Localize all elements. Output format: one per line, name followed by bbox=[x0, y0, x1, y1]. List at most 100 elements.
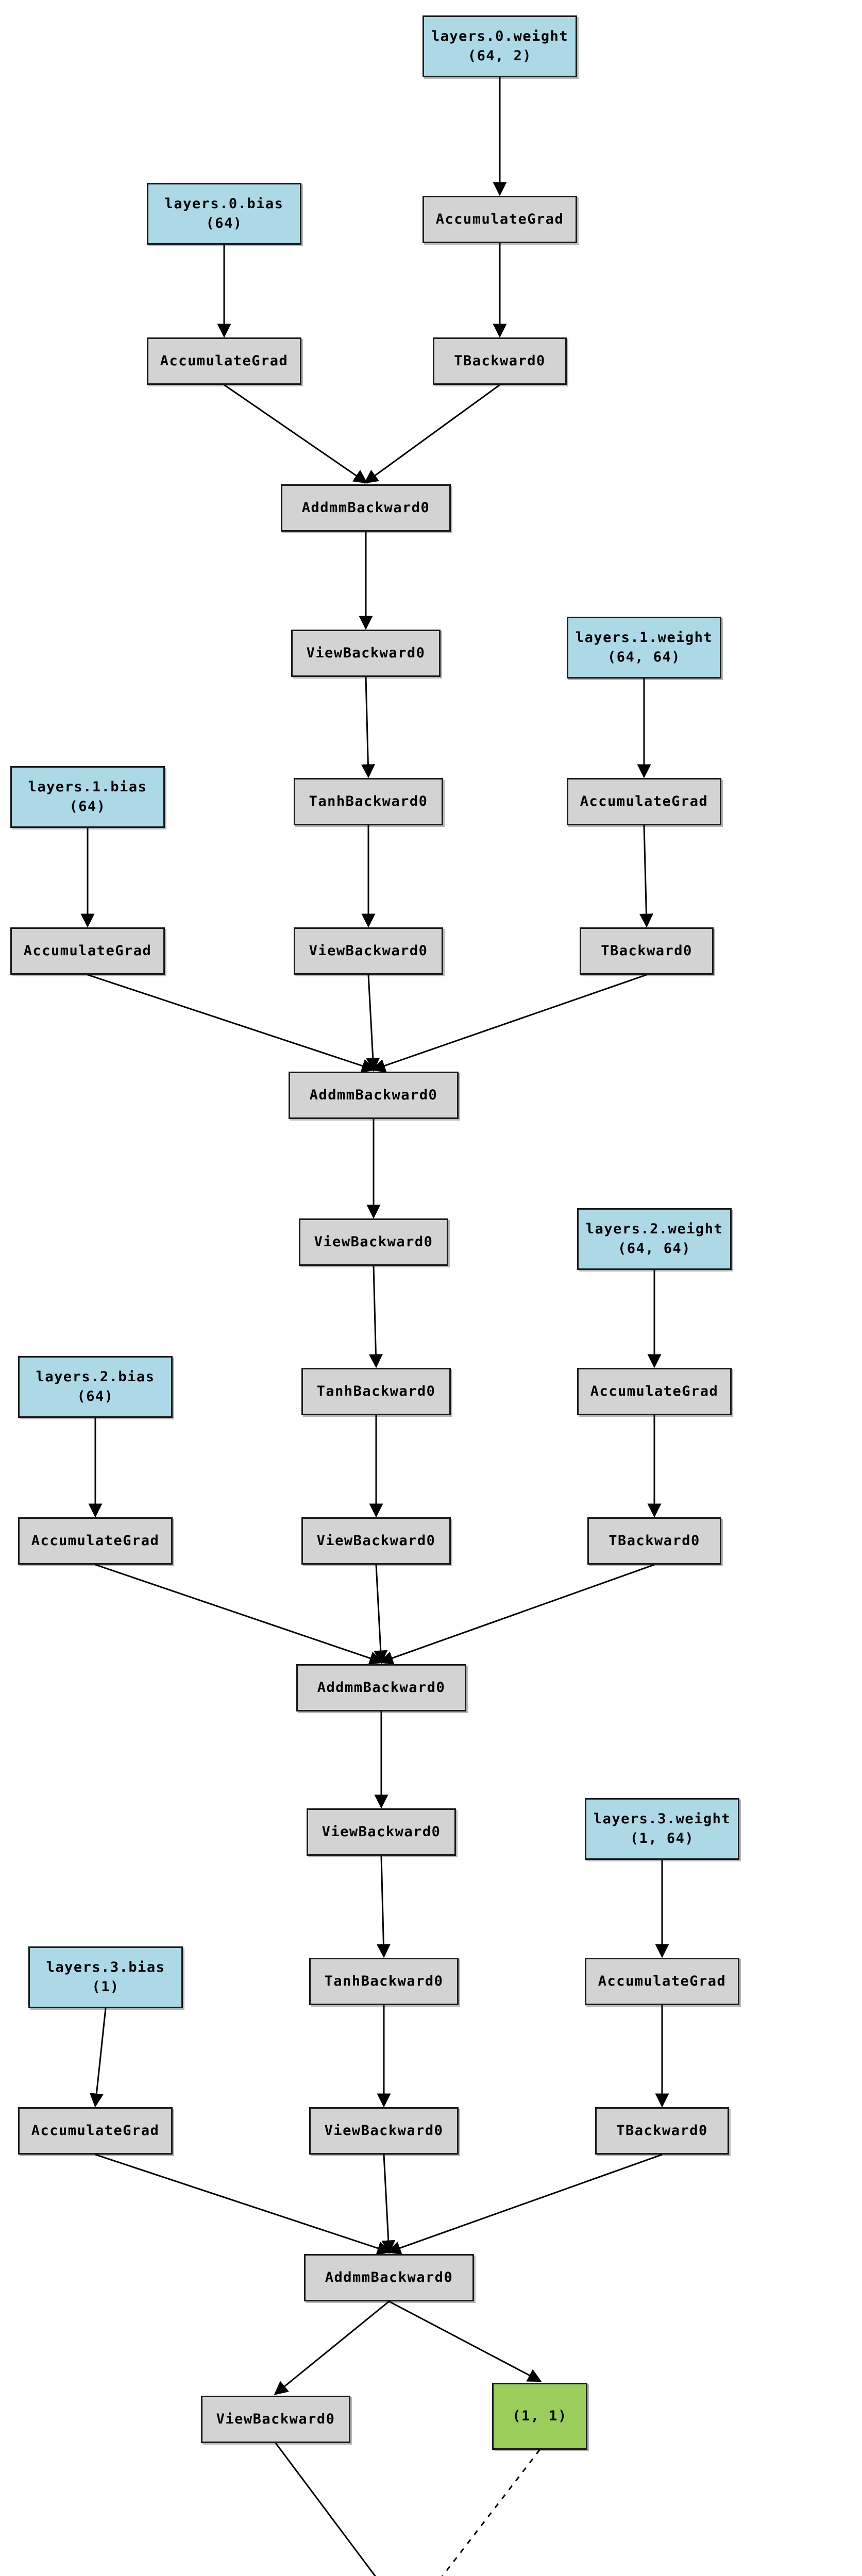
graph-node-n21[interactable]: ViewBackward0 bbox=[301, 1517, 451, 1565]
graph-edge-n32-to-n34 bbox=[388, 2300, 542, 2382]
graph-node-n30[interactable]: ViewBackward0 bbox=[309, 2107, 459, 2155]
node-label: TBackward0 bbox=[601, 942, 692, 959]
node-label: AddmmBackward0 bbox=[309, 1087, 438, 1103]
node-label: AccumulateGrad bbox=[580, 793, 708, 809]
graph-edge-n22-to-n23 bbox=[379, 1564, 655, 1665]
node-label: layers.1.weight bbox=[575, 629, 713, 646]
node-label: ViewBackward0 bbox=[306, 645, 426, 661]
node-label: AccumulateGrad bbox=[598, 1973, 726, 1989]
node-label: layers.0.bias bbox=[164, 195, 284, 212]
graph-node-n2[interactable]: layers.0.bias (64) bbox=[147, 183, 301, 245]
graph-node-n27[interactable]: AccumulateGrad bbox=[585, 1958, 739, 2005]
node-shape: (1, 64) bbox=[630, 1831, 695, 1846]
graph-node-n28[interactable]: layers.3.bias (1) bbox=[28, 1946, 183, 2008]
node-shape: (64) bbox=[206, 215, 243, 231]
graph-node-n13[interactable]: TBackward0 bbox=[580, 927, 714, 975]
graph-node-n17[interactable]: TanhBackward0 bbox=[301, 1368, 451, 1415]
node-label: TBackward0 bbox=[454, 352, 546, 369]
graph-edge-n29-to-n32 bbox=[95, 2154, 392, 2255]
node-label: TanhBackward0 bbox=[309, 793, 428, 809]
node-label: AddmmBackward0 bbox=[317, 1679, 446, 1696]
graph-node-n1[interactable]: AccumulateGrad bbox=[422, 196, 577, 243]
graph-edge-n20-to-n23 bbox=[95, 1564, 384, 1665]
node-label: AddmmBackward0 bbox=[325, 2269, 453, 2285]
node-shape: (1, 1) bbox=[512, 2408, 567, 2424]
graph-edge-n4-to-n5 bbox=[364, 384, 500, 484]
node-label: layers.3.bias bbox=[46, 1959, 165, 1975]
graph-edge-n30-to-n32 bbox=[381, 2154, 396, 2255]
node-label: AccumulateGrad bbox=[31, 1532, 160, 1549]
node-label: ViewBackward0 bbox=[216, 2411, 335, 2427]
graph-edge-n31-to-n32 bbox=[386, 2154, 663, 2255]
graph-node-n7[interactable]: layers.1.weight (64, 64) bbox=[567, 617, 721, 679]
graph-edge-n33-to-n35 bbox=[275, 2443, 376, 2576]
node-shape: (64) bbox=[69, 799, 106, 815]
graph-edge-n34-to-n35 bbox=[441, 2449, 540, 2576]
graph-node-n31[interactable]: TBackward0 bbox=[595, 2107, 729, 2155]
node-shape: (64, 64) bbox=[617, 1241, 691, 1257]
node-label: layers.2.bias bbox=[36, 1368, 155, 1385]
graph-node-n10[interactable]: layers.1.bias (64) bbox=[10, 766, 165, 828]
graph-node-n3[interactable]: AccumulateGrad bbox=[147, 337, 301, 385]
node-label: TanhBackward0 bbox=[324, 1973, 444, 1989]
graph-edge-n21-to-n23 bbox=[374, 1564, 388, 1665]
graph-node-n25[interactable]: layers.3.weight (1, 64) bbox=[585, 1798, 739, 1860]
graph-node-n22[interactable]: TBackward0 bbox=[587, 1517, 721, 1565]
node-shape: (64) bbox=[77, 1388, 114, 1404]
graph-node-n12[interactable]: ViewBackward0 bbox=[294, 927, 443, 975]
graph-node-n23[interactable]: AddmmBackward0 bbox=[296, 1664, 466, 1711]
graph-node-n18[interactable]: AccumulateGrad bbox=[577, 1368, 732, 1415]
graph-node-n33[interactable]: ViewBackward0 bbox=[201, 2396, 350, 2443]
node-label: AddmmBackward0 bbox=[301, 499, 430, 516]
node-shape: (64, 64) bbox=[607, 649, 681, 665]
graph-node-n0[interactable]: layers.0.weight (64, 2) bbox=[422, 15, 577, 77]
node-label: AccumulateGrad bbox=[23, 942, 152, 959]
graph-node-n11[interactable]: AccumulateGrad bbox=[10, 927, 165, 975]
graph-edge-n9-to-n13 bbox=[639, 825, 653, 928]
node-label: AccumulateGrad bbox=[590, 1383, 719, 1399]
graph-edge-n11-to-n14 bbox=[87, 974, 376, 1073]
node-label: ViewBackward0 bbox=[314, 1233, 433, 1250]
graph-edge-n32-to-n33 bbox=[274, 2300, 390, 2395]
graph-node-n16[interactable]: layers.2.weight (64, 64) bbox=[577, 1208, 732, 1270]
node-label: layers.0.weight bbox=[431, 28, 569, 44]
node-label: TanhBackward0 bbox=[316, 1383, 436, 1399]
graph-edge-n15-to-n17 bbox=[368, 1265, 383, 1368]
graph-node-n19[interactable]: layers.2.bias (64) bbox=[18, 1356, 173, 1418]
graph-node-n32[interactable]: AddmmBackward0 bbox=[304, 2254, 474, 2301]
graph-node-n9[interactable]: AccumulateGrad bbox=[567, 778, 721, 825]
node-label: ViewBackward0 bbox=[324, 2122, 444, 2139]
graph-node-n8[interactable]: TanhBackward0 bbox=[294, 778, 443, 825]
node-label: AccumulateGrad bbox=[435, 211, 564, 227]
node-label: TBackward0 bbox=[609, 1532, 700, 1549]
graph-node-n14[interactable]: AddmmBackward0 bbox=[289, 1072, 459, 1119]
node-label: ViewBackward0 bbox=[309, 942, 428, 959]
graph-node-n34[interactable]: (1, 1) bbox=[492, 2383, 587, 2450]
graph-node-n29[interactable]: AccumulateGrad bbox=[18, 2107, 173, 2155]
node-label: layers.1.bias bbox=[28, 778, 147, 795]
graph-edge-n12-to-n14 bbox=[366, 974, 380, 1072]
graph-node-n20[interactable]: AccumulateGrad bbox=[18, 1517, 173, 1565]
graph-edge-n28-to-n29 bbox=[89, 2008, 107, 2108]
graph-edge-n6-to-n8 bbox=[361, 676, 375, 778]
graph-node-n6[interactable]: ViewBackward0 bbox=[291, 630, 441, 677]
graph-edge-n13-to-n14 bbox=[371, 974, 647, 1073]
node-label: TBackward0 bbox=[616, 2122, 708, 2139]
edges-group bbox=[80, 77, 669, 2576]
graph-node-n24[interactable]: ViewBackward0 bbox=[307, 1808, 456, 1856]
graph-node-n15[interactable]: ViewBackward0 bbox=[299, 1218, 448, 1266]
graph-edge-n24-to-n26 bbox=[376, 1855, 391, 1958]
graph-node-n26[interactable]: TanhBackward0 bbox=[309, 1958, 459, 2005]
node-shape: (1) bbox=[92, 1979, 120, 1995]
node-label: layers.2.weight bbox=[585, 1221, 723, 1237]
graph-edge-n3-to-n5 bbox=[224, 384, 368, 484]
node-label: ViewBackward0 bbox=[322, 1823, 441, 1840]
node-label: AccumulateGrad bbox=[160, 352, 289, 369]
node-label: AccumulateGrad bbox=[31, 2122, 160, 2139]
graph-node-n5[interactable]: AddmmBackward0 bbox=[281, 484, 451, 532]
graph-node-n4[interactable]: TBackward0 bbox=[433, 337, 567, 385]
node-label: layers.3.weight bbox=[593, 1810, 731, 1827]
node-shape: (64, 2) bbox=[467, 48, 532, 64]
